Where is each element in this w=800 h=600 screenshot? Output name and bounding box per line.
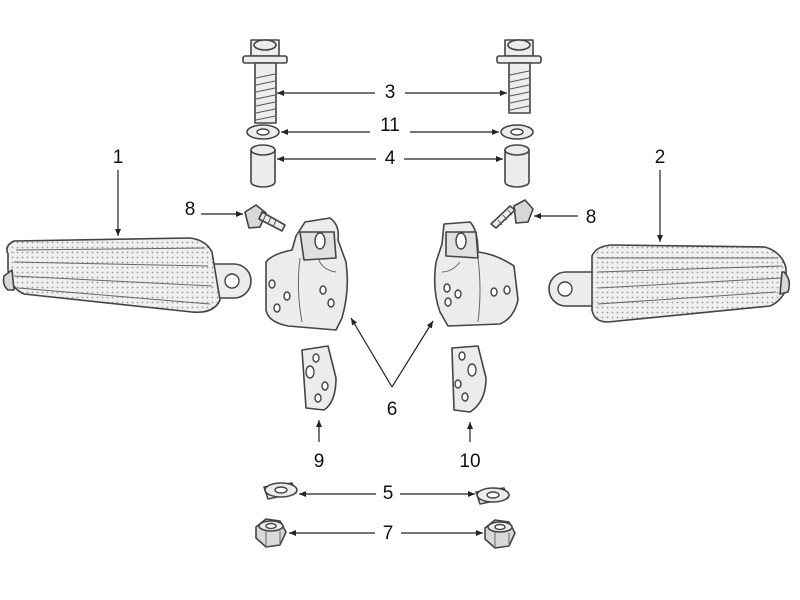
small-bolt-right: [490, 199, 534, 229]
bolt-right: [496, 39, 542, 114]
callout-9: 9: [314, 451, 325, 472]
callout-8-left: 8: [185, 199, 196, 220]
leader-6: [350, 317, 434, 388]
lock-washer-right: [475, 487, 510, 505]
bracket-right: [433, 221, 519, 327]
bracket-left: [265, 217, 349, 331]
callout-2: 2: [655, 147, 666, 168]
footrest-left: [2, 237, 252, 314]
lock-washer-left: [263, 482, 298, 500]
callout-5: 5: [383, 483, 394, 504]
plate-left: [301, 345, 337, 411]
callout-1: 1: [113, 147, 124, 168]
callout-11: 11: [380, 115, 400, 136]
nut-right: [484, 519, 516, 549]
callout-6: 6: [387, 399, 398, 420]
callout-3: 3: [385, 82, 396, 103]
spacer-right: [504, 144, 530, 188]
washer-top-left: [246, 124, 280, 140]
plate-right: [451, 345, 487, 413]
callout-7: 7: [383, 523, 394, 544]
footrest-right: [548, 244, 791, 323]
callout-8-right: 8: [586, 207, 597, 228]
callout-4: 4: [385, 148, 396, 169]
bolt-left: [242, 39, 288, 124]
small-bolt-left: [244, 204, 286, 232]
nut-left: [255, 518, 287, 548]
washer-top-right: [500, 124, 534, 140]
spacer-left: [250, 144, 276, 188]
callout-10: 10: [459, 451, 480, 472]
